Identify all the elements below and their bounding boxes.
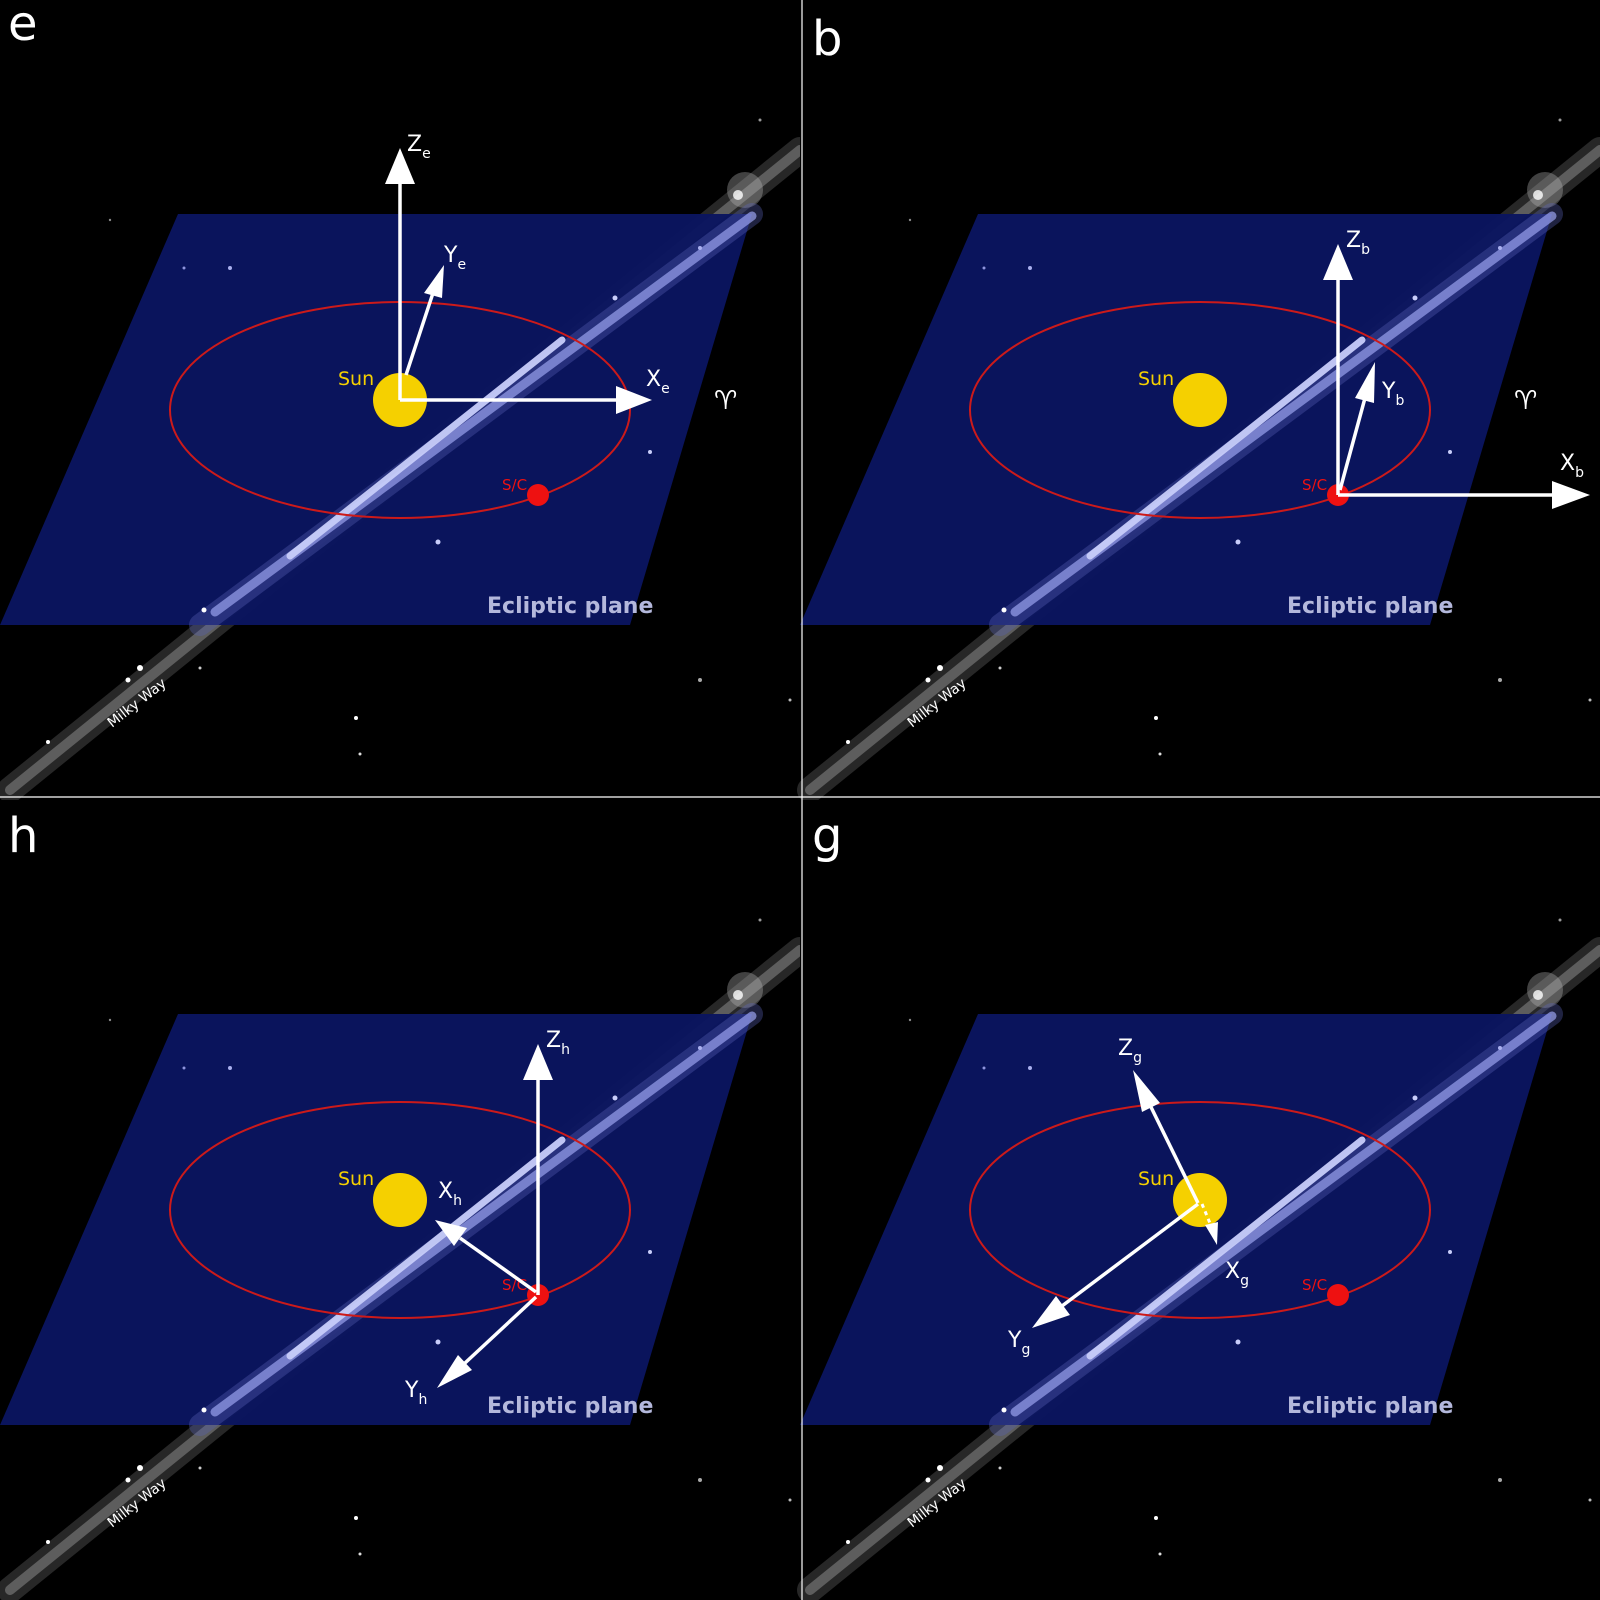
axis-y-arrow bbox=[1338, 362, 1375, 491]
sun-label: Sun bbox=[338, 368, 374, 390]
sun-label: Sun bbox=[1138, 1168, 1174, 1190]
aries-box bbox=[1510, 383, 1546, 415]
axis-x-arrow bbox=[400, 386, 652, 414]
ecliptic-plane-label: Ecliptic plane bbox=[487, 1394, 653, 1419]
ecliptic-plane-label: Ecliptic plane bbox=[1287, 1394, 1453, 1419]
panel-letter: h bbox=[8, 808, 38, 864]
panel-h: h Sun S/C Zh Xh Yh Ecliptic plane Milky … bbox=[0, 800, 800, 1600]
axis-y-label: Ye bbox=[443, 243, 466, 273]
sun bbox=[1173, 373, 1227, 427]
axis-y-label: Yg bbox=[1007, 1328, 1030, 1358]
aries-box bbox=[710, 383, 746, 415]
axis-z-label: Zh bbox=[546, 1028, 570, 1058]
axis-y-arrow bbox=[1032, 1202, 1200, 1328]
sun-label: Sun bbox=[1138, 368, 1174, 390]
spacecraft-marker bbox=[527, 484, 549, 506]
axis-x-label: Xb bbox=[1560, 451, 1584, 481]
axis-y-arrow bbox=[437, 1295, 538, 1388]
panel-letter: e bbox=[8, 0, 38, 52]
axis-y-label: Yh bbox=[404, 1378, 427, 1408]
spacecraft-label: S/C bbox=[502, 476, 527, 494]
panel-letter: b bbox=[812, 11, 842, 67]
spacecraft-label: S/C bbox=[1302, 476, 1327, 494]
axis-x-label: Xe bbox=[646, 367, 670, 397]
axis-x-arrow bbox=[1338, 481, 1590, 509]
axis-z-label: Ze bbox=[407, 132, 431, 162]
panel-g: g Sun S/C Zg Xg Yg Ecliptic plane Milky … bbox=[800, 800, 1600, 1600]
axis-y-arrow bbox=[404, 265, 444, 376]
axis-z-label: Zb bbox=[1346, 228, 1370, 258]
axis-x-arrow bbox=[435, 1220, 538, 1294]
spacecraft-label: S/C bbox=[1302, 1276, 1327, 1294]
sun bbox=[373, 1173, 427, 1227]
axis-x-label: Xh bbox=[438, 1179, 462, 1209]
axis-z-arrow bbox=[523, 1044, 553, 1295]
axis-z-arrow bbox=[385, 148, 415, 400]
ecliptic-plane-label: Ecliptic plane bbox=[487, 594, 653, 619]
panel-b: b Sun S/C Zb Yb Xb ♈ Ecliptic plane Milk… bbox=[800, 0, 1600, 800]
panel-e: e Sun S/C Ze Ye Xe ♈ Ecliptic plane Milk… bbox=[0, 0, 800, 800]
axis-z-arrow bbox=[1323, 244, 1353, 495]
axis-x-label: Xg bbox=[1225, 1259, 1249, 1289]
sun bbox=[1173, 1173, 1227, 1227]
axis-x-arrow bbox=[1200, 1203, 1218, 1245]
axis-z-label: Zg bbox=[1118, 1036, 1142, 1066]
aries-symbol: ♈ bbox=[1514, 386, 1537, 416]
panel-letter: g bbox=[812, 808, 842, 864]
spacecraft-marker bbox=[1327, 1284, 1349, 1306]
sun-label: Sun bbox=[338, 1168, 374, 1190]
axis-z-arrow bbox=[1133, 1070, 1200, 1204]
axis-y-label: Yb bbox=[1381, 379, 1404, 409]
aries-symbol: ♈ bbox=[714, 386, 737, 416]
ecliptic-plane-label: Ecliptic plane bbox=[1287, 594, 1453, 619]
